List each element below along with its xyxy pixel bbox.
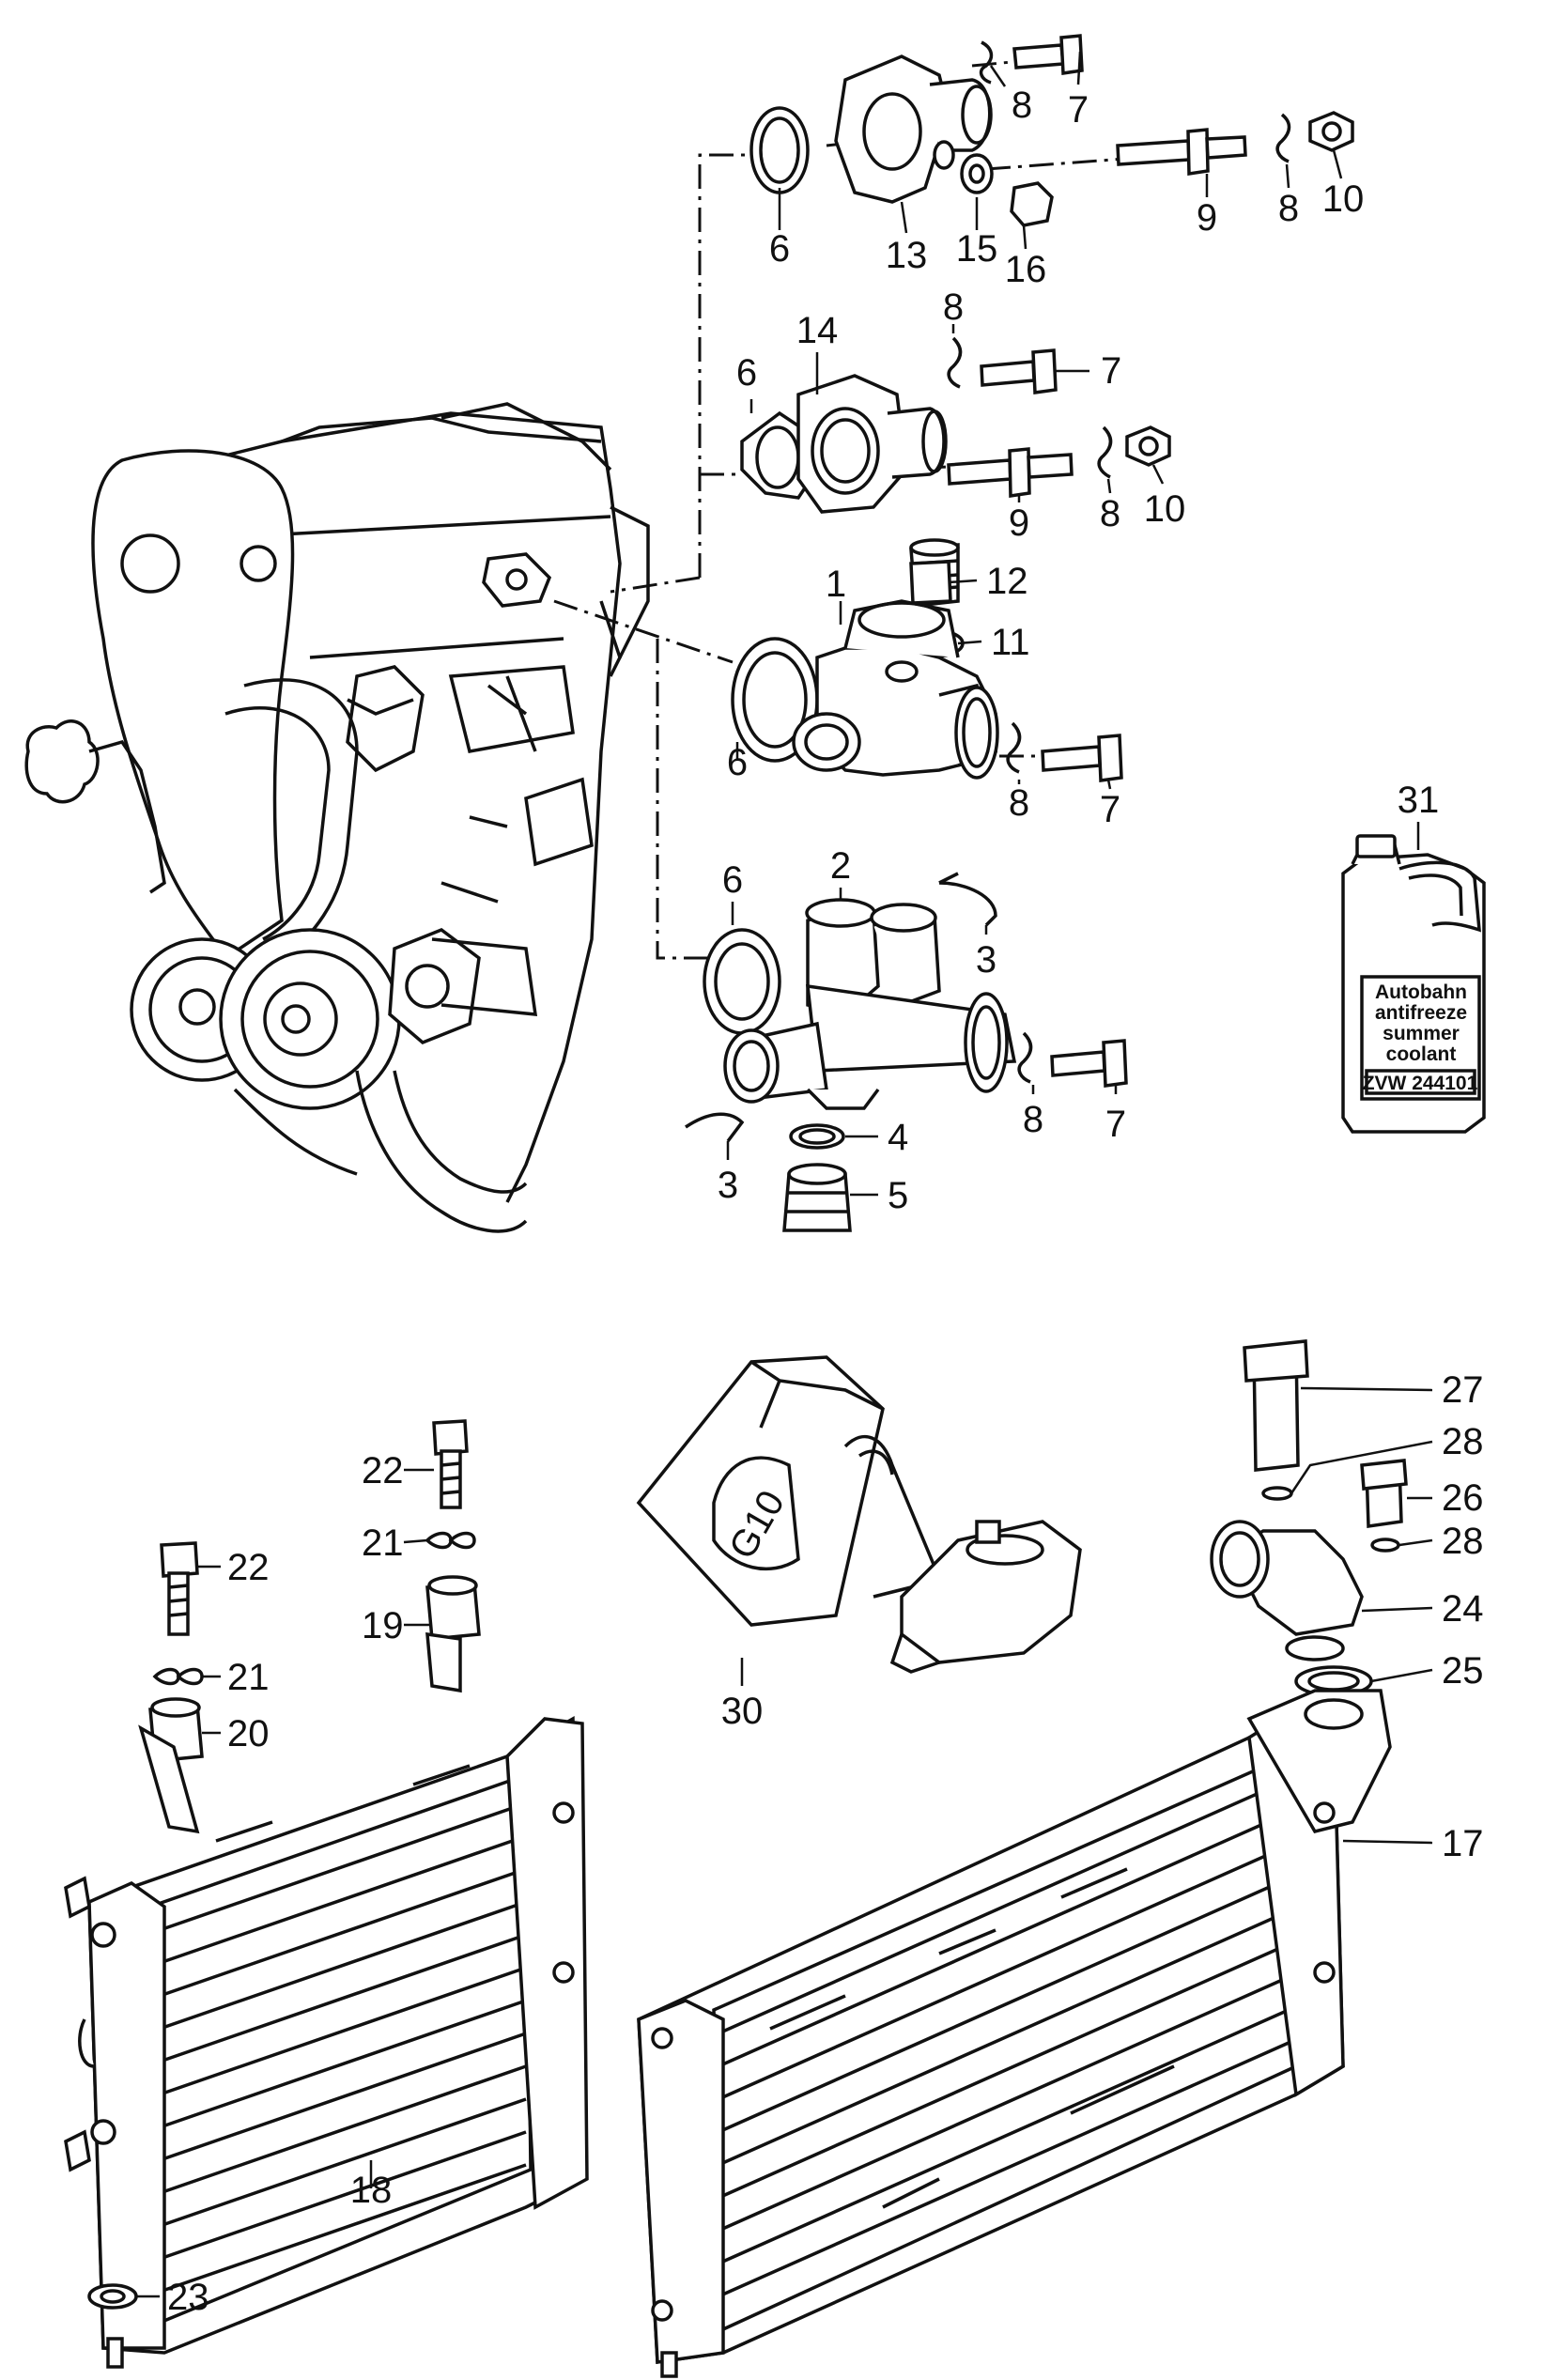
callout-20: 20 [227, 1713, 270, 1754]
callout-21: 21 [227, 1657, 270, 1698]
callout-2: 2 [830, 845, 851, 887]
callout-28: 28 [1442, 1421, 1484, 1462]
callout-labels: 7 8 6 13 15 16 9 8 10 14 8 7 6 9 8 10 12… [167, 85, 1484, 2318]
seal-and-plug [782, 1123, 852, 1232]
callout-21: 21 [362, 1522, 404, 1564]
callout-30: 30 [721, 1691, 764, 1732]
callout-7: 7 [1101, 350, 1121, 392]
callout-8: 8 [1012, 85, 1032, 126]
callout-22: 22 [362, 1450, 404, 1491]
bottle-line-3: summer [1383, 1023, 1460, 1044]
callout-26: 26 [1442, 1477, 1484, 1519]
mounting-parts [87, 1419, 481, 2310]
callout-5: 5 [888, 1175, 908, 1216]
callout-3: 3 [976, 939, 997, 981]
callout-8: 8 [1009, 782, 1029, 824]
callout-7: 7 [1068, 89, 1089, 131]
thermostat-housing-top [749, 54, 1054, 227]
callout-7: 7 [1105, 1104, 1126, 1145]
callout-6: 6 [722, 859, 743, 901]
callout-13: 13 [886, 235, 928, 276]
bottle-line-2: antifreeze [1375, 1002, 1467, 1024]
callout-3: 3 [718, 1165, 738, 1206]
callout-22: 22 [227, 1547, 270, 1588]
callout-6: 6 [727, 742, 748, 783]
callout-9: 9 [1197, 197, 1217, 239]
thermostat-housing-middle [740, 336, 1171, 514]
coolant-flange-2 [685, 872, 1128, 1143]
callout-8: 8 [1023, 1099, 1043, 1140]
coolant-bottle: Autobahn antifreeze summer coolant ZVW 2… [1341, 834, 1486, 1134]
expansion-tank [873, 1520, 1082, 1674]
callout-8: 8 [1100, 493, 1120, 534]
callout-12: 12 [986, 561, 1028, 602]
callout-10: 10 [1144, 488, 1186, 530]
radiator-small [64, 1716, 589, 2369]
callout-11: 11 [991, 622, 1030, 663]
callout-19: 19 [362, 1605, 404, 1646]
g10-canister: G10 [636, 1355, 941, 1627]
callout-15: 15 [956, 228, 998, 270]
callout-16: 16 [1005, 249, 1047, 290]
bottle-part-number: ZVW 244101 [1363, 1073, 1478, 1094]
callout-1: 1 [826, 564, 846, 605]
bolts-top [979, 34, 1354, 177]
coolant-flange-1 [731, 538, 1123, 782]
leader-lines [136, 51, 1433, 2298]
callout-8: 8 [943, 286, 964, 328]
bottle-line-1: Autobahn [1375, 981, 1467, 1003]
callout-27: 27 [1442, 1369, 1484, 1411]
callout-8: 8 [1278, 188, 1299, 229]
callout-25: 25 [1442, 1650, 1484, 1692]
callout-4: 4 [888, 1117, 908, 1158]
callout-17: 17 [1442, 1823, 1484, 1864]
callout-6: 6 [736, 352, 757, 394]
callout-28: 28 [1442, 1521, 1484, 1562]
callout-18: 18 [350, 2170, 393, 2211]
callout-14: 14 [796, 310, 839, 351]
engine-block [24, 402, 650, 1233]
callout-9: 9 [1009, 502, 1029, 544]
callout-31: 31 [1398, 780, 1440, 821]
callout-6: 6 [769, 228, 790, 270]
connecting-flange-24 [1210, 1339, 1408, 1697]
callout-24: 24 [1442, 1588, 1484, 1630]
plug-12-seal-11 [909, 560, 952, 605]
callout-10: 10 [1322, 178, 1365, 220]
callout-7: 7 [1100, 789, 1120, 830]
callout-23: 23 [167, 2277, 209, 2318]
bottle-line-4: coolant [1386, 1043, 1457, 1065]
radiator-large [637, 1689, 1392, 2378]
